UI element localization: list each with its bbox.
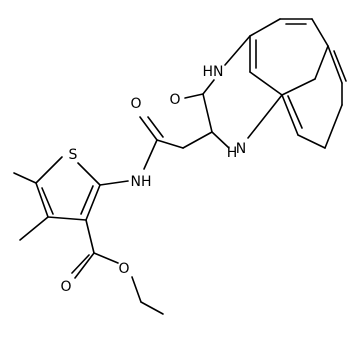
bond — [314, 45, 329, 80]
sulfur-atom-label: S — [69, 147, 78, 163]
bond — [71, 254, 90, 274]
bond — [99, 180, 129, 186]
bond — [131, 276, 142, 303]
bond — [93, 252, 119, 264]
bond — [333, 50, 347, 82]
bond — [184, 93, 204, 99]
bond — [85, 219, 95, 254]
bond — [249, 71, 283, 96]
ring-nitrogen-hydrogen: H — [227, 145, 238, 161]
bond — [85, 184, 101, 221]
bond — [247, 94, 283, 139]
lactam-oxygen-label: O — [169, 92, 180, 108]
atom-labels: S NH O O O O HN N H — [60, 64, 246, 295]
bond — [156, 139, 184, 149]
bond — [287, 95, 303, 129]
bond — [74, 252, 95, 279]
bond — [13, 172, 37, 184]
ring-nh-label: HN — [203, 64, 224, 80]
bond — [281, 94, 299, 136]
bond — [147, 116, 164, 138]
bond — [327, 45, 343, 84]
bond — [80, 185, 94, 215]
bond — [202, 79, 215, 95]
bond — [140, 301, 164, 315]
bond — [297, 134, 326, 149]
bond — [202, 93, 213, 133]
bond — [47, 216, 87, 221]
carbonyl-oxygen-label: O — [60, 279, 71, 295]
bond — [35, 156, 63, 184]
amide-nh-label: NH — [131, 174, 152, 190]
bond — [281, 78, 316, 96]
ring-nitrogen-label: N — [236, 141, 246, 157]
ester-oxygen-label: O — [118, 261, 129, 277]
bond — [19, 216, 49, 241]
bond — [143, 139, 158, 170]
bond — [139, 116, 158, 141]
bond-lines — [13, 18, 347, 315]
amide-oxygen-label: O — [130, 96, 141, 112]
bond — [249, 18, 281, 37]
bond — [35, 182, 49, 218]
bond — [77, 162, 101, 186]
bond — [224, 35, 251, 66]
bond — [211, 131, 230, 149]
bond — [41, 187, 54, 215]
bond — [311, 18, 329, 47]
bond — [182, 131, 213, 149]
bond — [324, 104, 343, 149]
